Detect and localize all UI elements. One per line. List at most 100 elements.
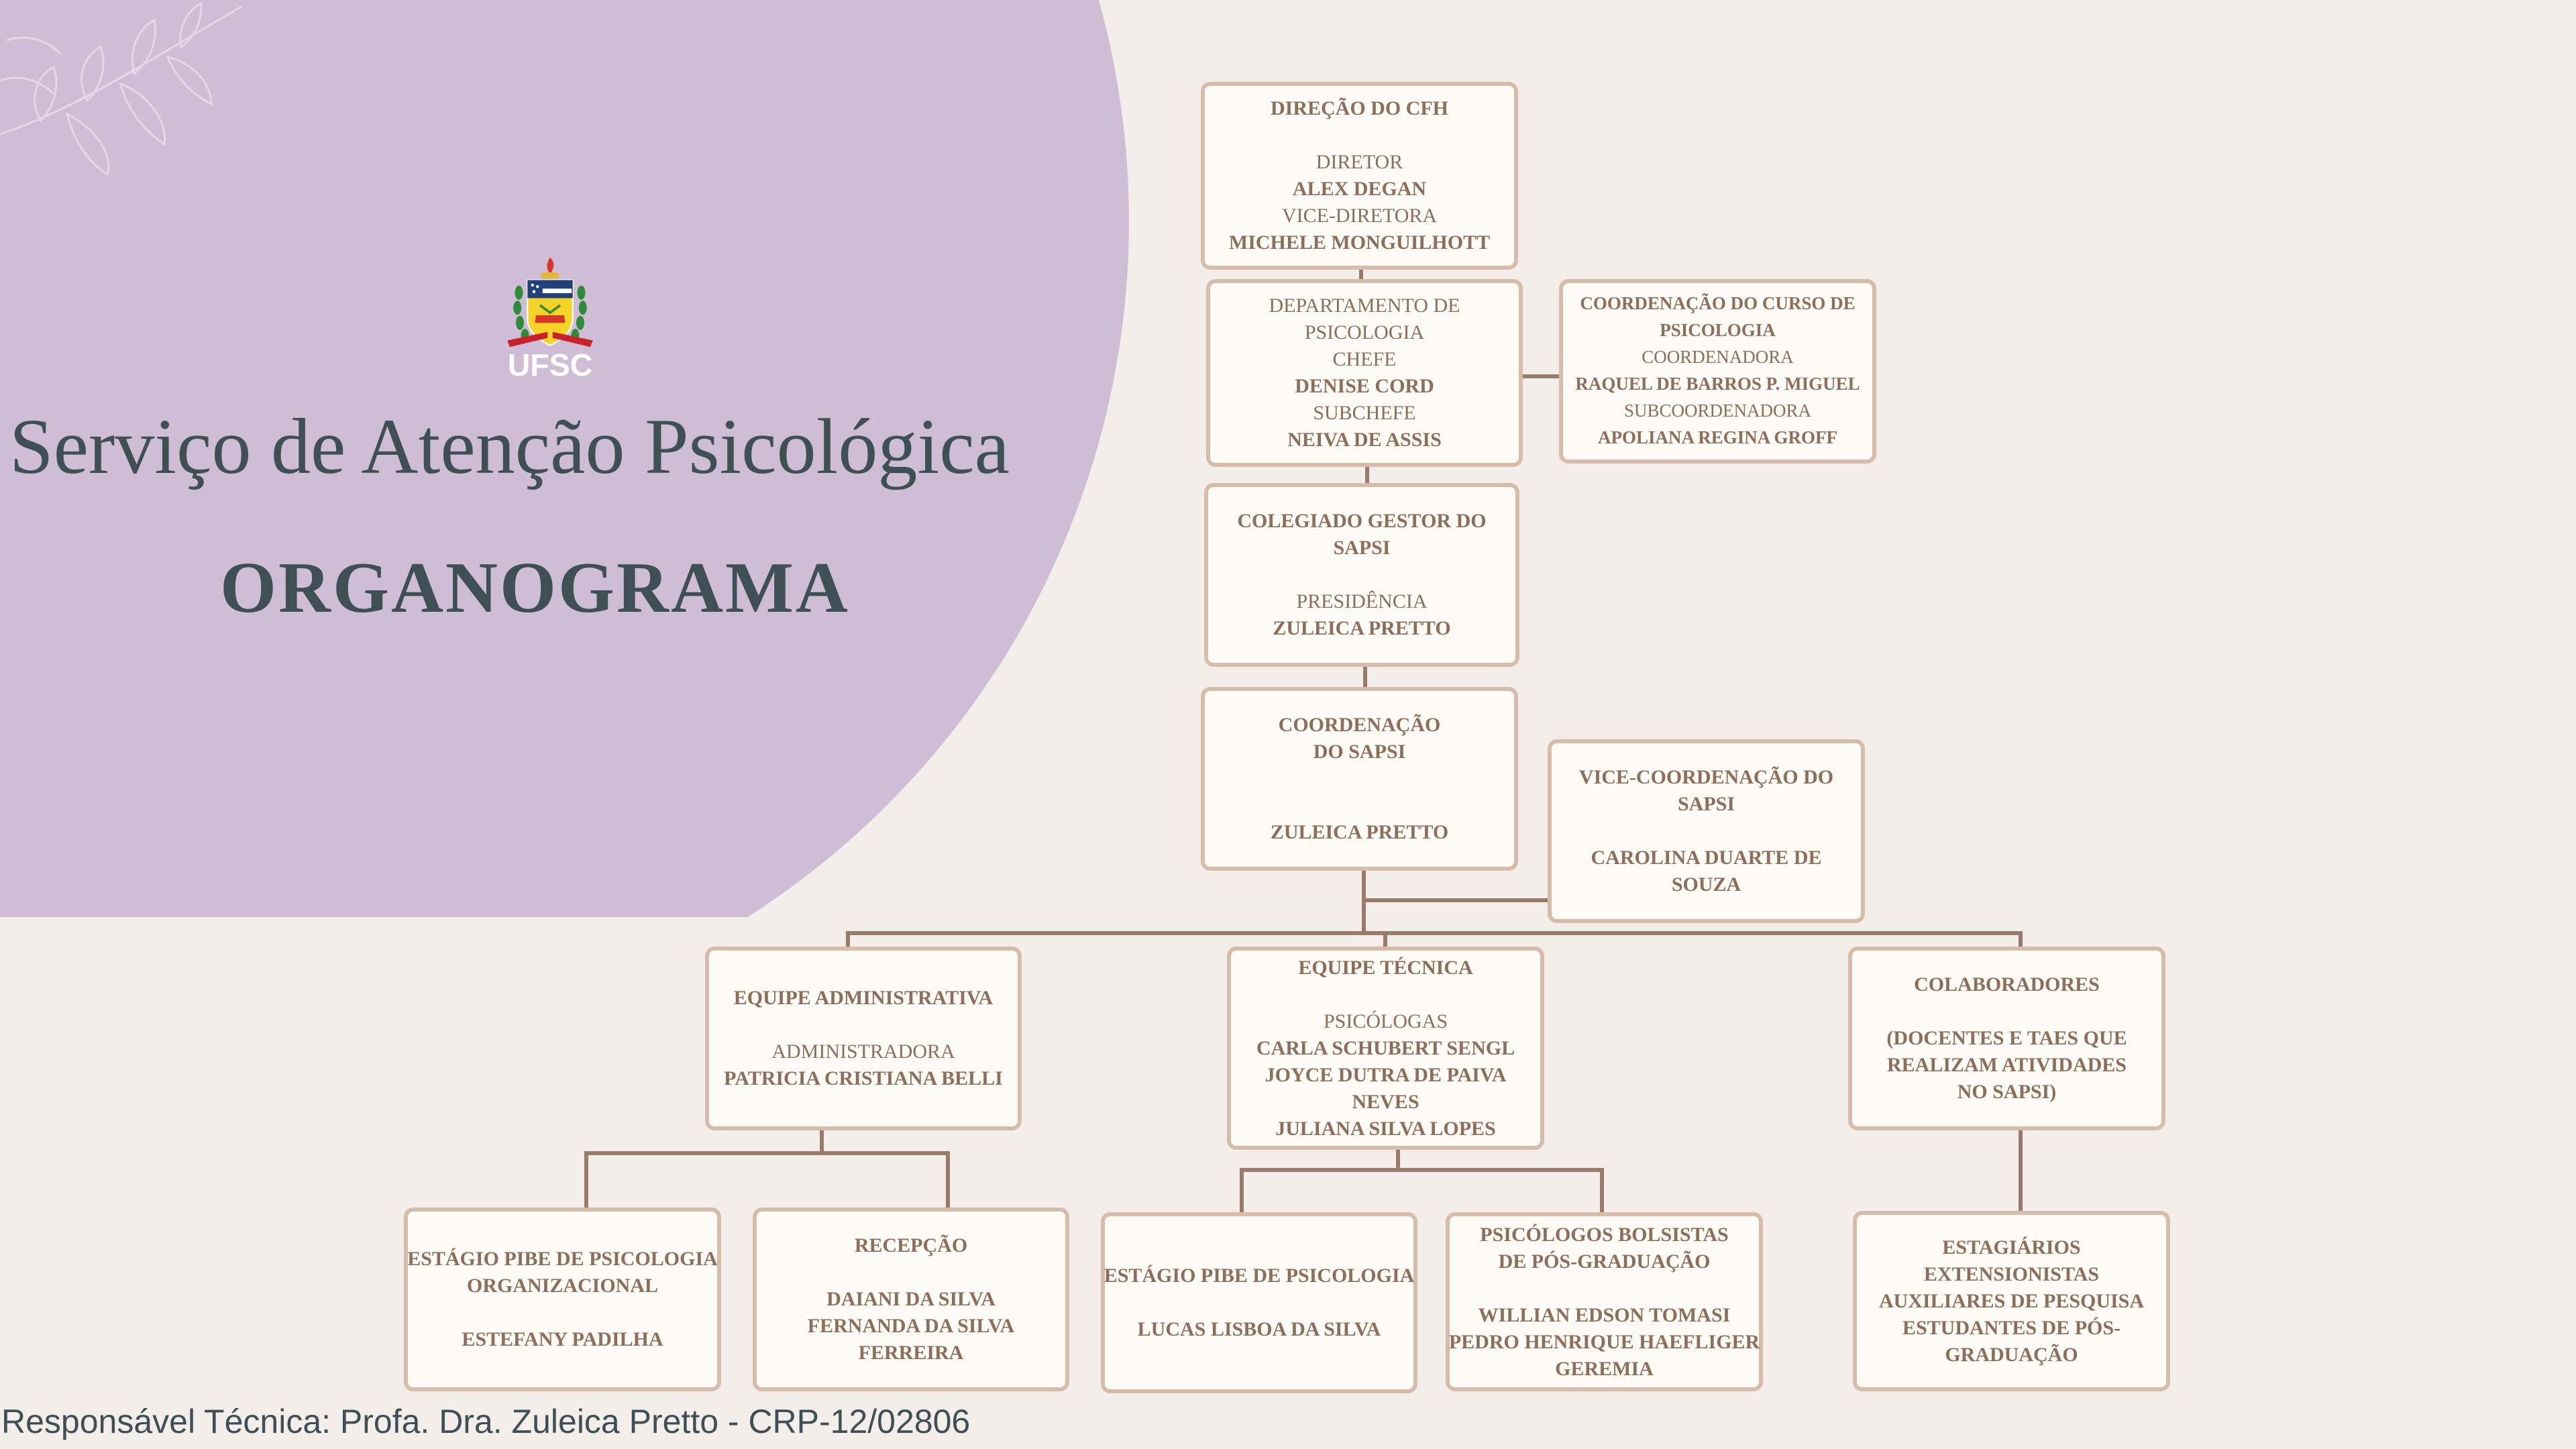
box-line: ZULEICA PRETTO: [1270, 821, 1449, 843]
box-estagio-pibe: ESTÁGIO PIBE DE PSICOLOGIA LUCAS LISBOA D…: [1101, 1212, 1417, 1393]
box-line: ORGANIZACIONAL: [466, 1275, 659, 1297]
connector-line: [820, 1130, 824, 1155]
connector-line: [584, 1151, 588, 1209]
box-line: ADMINISTRADORA: [771, 1040, 955, 1063]
leaf-decoration-icon: [0, 1, 242, 176]
box-line: DIRETOR: [1316, 151, 1403, 173]
box-vice-coordenacao: VICE-COORDENAÇÃO DO SAPSI CAROLINA DUARTE …: [1548, 739, 1865, 923]
box-line: VICE-DIRETORA: [1281, 205, 1438, 227]
connector-line: [1240, 1168, 1244, 1214]
connector-line: [1365, 467, 1369, 484]
connector-line: [946, 1151, 950, 1209]
box-line: EXTENSIONISTAS: [1923, 1263, 2100, 1285]
box-line: CAROLINA DUARTE DE: [1591, 847, 1822, 869]
connector-line: [1240, 1168, 1604, 1172]
connector-line: [846, 931, 2023, 935]
connector-line: [846, 931, 850, 948]
page-title: Serviço de Atenção Psicológica: [9, 402, 1010, 490]
connector-line: [1362, 871, 1366, 935]
ufsc-logo-icon: UFSC: [507, 257, 593, 382]
box-line: COORDENAÇÃO DO CURSO DE: [1580, 292, 1856, 313]
box-line: PSICÓLOGAS: [1323, 1010, 1448, 1032]
box-estagio-organizacional: ESTÁGIO PIBE DE PSICOLOGIA ORGANIZACIONAL…: [404, 1208, 721, 1391]
box-line: RECEPÇÃO: [854, 1234, 968, 1256]
box-line: FERREIRA: [858, 1342, 964, 1364]
box-line: EQUIPE TÉCNICA: [1298, 956, 1473, 979]
box-estagiarios: ESTAGIÁRIOS EXTENSIONISTAS AUXILIARES DE P…: [1853, 1211, 2170, 1391]
connector-line: [1396, 1150, 1400, 1171]
box-coordenacao-curso: COORDENAÇÃO DO CURSO DE PSICOLOGIA COORDEN…: [1559, 279, 1876, 464]
box-line: (DOCENTES E TAES QUE: [1886, 1027, 2127, 1049]
connector-line: [584, 1151, 950, 1155]
box-line: NO SAPSI): [1957, 1081, 2057, 1103]
connector-line: [2019, 1130, 2023, 1212]
box-line: COORDENAÇÃO: [1278, 714, 1441, 736]
box-coordenacao-sapsi: COORDENAÇÃO DO SAPSI ZULEICA PRETTO: [1201, 687, 1518, 871]
box-line: RAQUEL DE BARROS P. MIGUEL: [1575, 373, 1860, 394]
connector-line: [1363, 667, 1367, 688]
box-line: ZULEICA PRETTO: [1273, 617, 1451, 639]
connector-line: [1362, 898, 1549, 902]
connector-line: [1359, 270, 1363, 280]
box-line: ALEX DEGAN: [1292, 178, 1427, 200]
box-recepcao: RECEPÇÃO DAIANI DA SILVA FERNANDA DA SILVA…: [753, 1208, 1069, 1391]
box-line: PRESIDÊNCIA: [1296, 590, 1428, 612]
connector-line: [1383, 931, 1387, 948]
box-line: ESTUDANTES DE PÓS-: [1902, 1316, 2121, 1339]
box-line: SUBCOORDENADORA: [1623, 400, 1812, 421]
box-line: DE PÓS-GRADUAÇÃO: [1498, 1250, 1711, 1273]
box-equipe-administrativa: EQUIPE ADMINISTRATIVA ADMINISTRADORA PATRI…: [705, 947, 1022, 1130]
connector-line: [2019, 931, 2023, 948]
box-line: PATRICIA CRISTIANA BELLI: [724, 1067, 1003, 1089]
box-line: NEVES: [1352, 1090, 1419, 1113]
box-line: SAPSI: [1677, 793, 1735, 815]
box-line: PSICOLOGIA: [1660, 319, 1776, 340]
box-line: PSICOLOGIA: [1304, 321, 1425, 343]
box-line: FERNANDA DA SILVA: [807, 1315, 1015, 1337]
footer-responsavel-tecnica: Responsável Técnica: Profa. Dra. Zuleica…: [1, 1403, 971, 1440]
box-line: REALIZAM ATIVIDADES: [1886, 1054, 2127, 1076]
box-line: ESTÁGIO PIBE DE PSICOLOGIA: [407, 1248, 718, 1270]
box-equipe-tecnica: EQUIPE TÉCNICA PSICÓLOGAS CARLA SCHUBERT S…: [1227, 947, 1544, 1150]
box-line: DEPARTAMENTO DE: [1269, 294, 1460, 317]
box-line: SAPSI: [1333, 537, 1391, 559]
box-line: GEREMIA: [1555, 1357, 1654, 1380]
box-line: DAIANI DA SILVA: [826, 1288, 996, 1310]
box-line: GRADUAÇÃO: [1945, 1343, 2078, 1366]
box-line: NEIVA DE ASSIS: [1287, 429, 1442, 451]
box-psicologos-bolsistas: PSICÓLOGOS BOLSISTAS DE PÓS-GRADUAÇÃO WILL…: [1446, 1212, 1763, 1391]
box-colaboradores: COLABORADORES (DOCENTES E TAES QUE REALIZA…: [1848, 947, 2165, 1130]
box-line: PEDRO HENRIQUE HAEFLIGER: [1448, 1330, 1760, 1353]
box-line: ESTÁGIO PIBE DE PSICOLOGIA: [1104, 1265, 1415, 1287]
box-line: CHEFE: [1332, 348, 1397, 370]
box-line: JOYCE DUTRA DE PAIVA: [1265, 1063, 1507, 1086]
box-line: DENISE CORD: [1295, 375, 1434, 397]
box-line: EQUIPE ADMINISTRATIVA: [733, 987, 994, 1009]
box-line: COORDENADORA: [1642, 346, 1794, 367]
box-colegiado-gestor: COLEGIADO GESTOR DO SAPSI PRESIDÊNCIA ZULEI…: [1204, 483, 1519, 667]
svg-text:UFSC: UFSC: [508, 347, 593, 382]
box-direcao-cfh: DIREÇÃO DO CFH DIRETOR ALEX DEGAN VICE-DIRE…: [1201, 82, 1518, 270]
box-line: PSICÓLOGOS BOLSISTAS: [1480, 1223, 1729, 1246]
box-line: CARLA SCHUBERT SENGL: [1256, 1036, 1515, 1059]
connector-line: [1600, 1168, 1604, 1214]
box-line: SOUZA: [1671, 873, 1741, 896]
box-line: JULIANA SILVA LOPES: [1275, 1117, 1496, 1140]
box-line: ESTAGIÁRIOS: [1942, 1236, 2081, 1258]
box-line: WILLIAN EDSON TOMASI: [1478, 1303, 1731, 1326]
box-line: COLABORADORES: [1914, 973, 2100, 996]
box-line: APOLIANA REGINA GROFF: [1597, 427, 1838, 447]
box-line: LUCAS LISBOA DA SILVA: [1137, 1318, 1381, 1340]
box-line: DIREÇÃO DO CFH: [1270, 97, 1448, 119]
box-line: MICHELE MONGUILHOTT: [1228, 231, 1491, 254]
box-line: SUBCHEFE: [1313, 402, 1416, 424]
box-line: AUXILIARES DE PESQUISA: [1878, 1289, 2145, 1312]
connector-line: [1523, 374, 1560, 378]
background-circle: [0, 0, 1129, 917]
box-line: DO SAPSI: [1313, 741, 1406, 763]
box-line: ESTEFANY PADILHA: [462, 1328, 663, 1350]
box-line: VICE-COORDENAÇÃO DO: [1578, 766, 1834, 788]
box-departamento-psicologia: DEPARTAMENTO DE PSICOLOGIA CHEFE DENISE COR…: [1206, 279, 1523, 467]
box-line: COLEGIADO GESTOR DO: [1237, 510, 1487, 532]
page-subtitle: ORGANOGRAMA: [220, 548, 850, 628]
